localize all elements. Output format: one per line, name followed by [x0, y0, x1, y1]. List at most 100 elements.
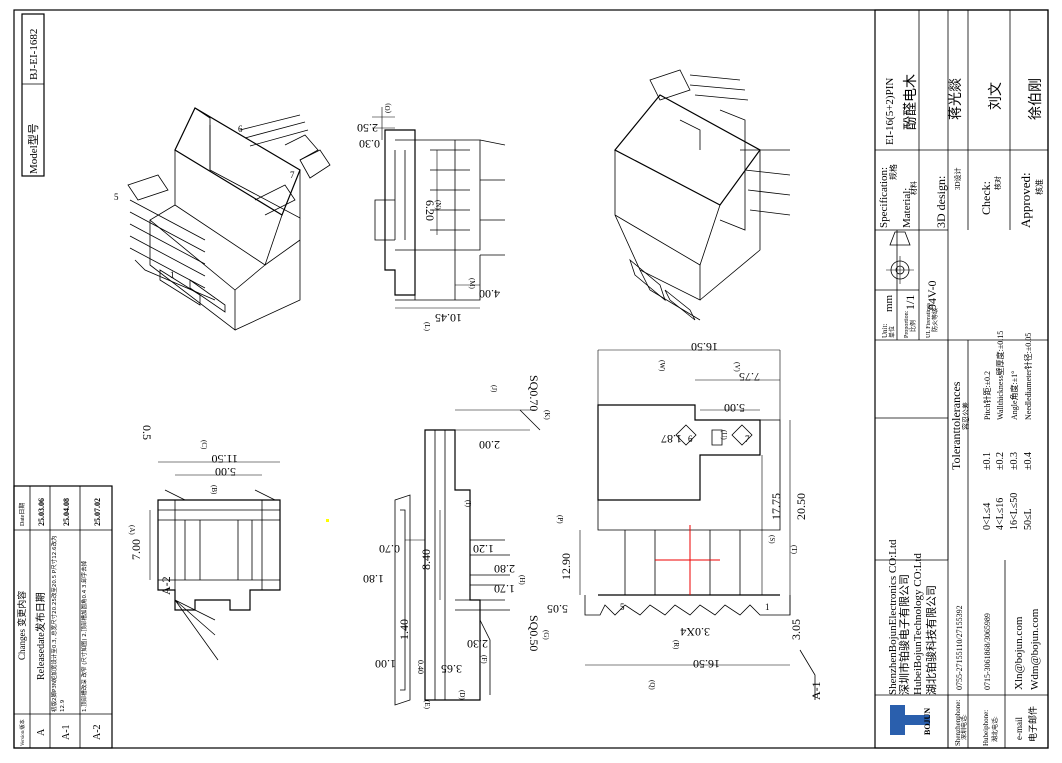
- dim-1-00: 1.00: [375, 657, 396, 671]
- dim-letter-l: (L): [423, 322, 431, 332]
- hb-phone: 0715-3061868/3065989: [983, 613, 992, 690]
- dim-letter-n: (N): [434, 200, 442, 210]
- marker-dot: [326, 519, 329, 522]
- unit-value: mm: [883, 294, 895, 312]
- pin-label-1-iso: 1: [170, 270, 175, 280]
- dim-sq0-50: SQ0.50: [527, 615, 541, 651]
- label-a2: A-2: [159, 576, 173, 595]
- dim-2-50: 2.50: [357, 121, 378, 135]
- title-block: BOJUN ShenzhenBojunElectronics CO:Ltd 深圳…: [874, 9, 1049, 749]
- dim-7-75: 7.75: [739, 370, 760, 384]
- side-view-top: 2.50 0.30 (O) 6.20 (N) 4.00 (M) 10.45 (L…: [357, 103, 506, 332]
- mail-2: Wdm@bojun.com: [1029, 608, 1041, 690]
- pin-label-5: 5: [620, 602, 625, 612]
- dim-letter-a: (A): [128, 525, 136, 535]
- dim-letter-u: (U): [720, 430, 728, 440]
- dim-2-00: 2.00: [479, 438, 500, 452]
- pin-label-1: 1: [765, 602, 770, 612]
- dim-17-75: 17.75: [769, 493, 783, 520]
- tol-pitch: Pitch针距:±0.2: [982, 371, 992, 420]
- dim-1-40: 1.40: [397, 619, 411, 640]
- mat-label-cn: 材料: [909, 181, 918, 195]
- dim-0-40: 0.40: [416, 660, 425, 674]
- unit-label-cn: 单位: [888, 326, 896, 338]
- tol-value-1: ±0.1: [982, 452, 993, 470]
- model-box: Model型号 BJ-EI-1682: [21, 13, 45, 177]
- company-en-2: HubeiBojunTechnology CO:Ltd: [912, 553, 924, 695]
- tol-value-2: ±0.2: [995, 452, 1006, 470]
- prop-label: Proportion:: [904, 310, 910, 338]
- dim-5-00-top: 5.00: [724, 401, 745, 415]
- pin-label-5-iso: 5: [114, 192, 119, 202]
- sz-phone: 0755-27155110/27155392: [955, 605, 964, 690]
- tol-range-4: 50≤L: [1023, 508, 1034, 530]
- unit-label: Unit:: [881, 324, 889, 338]
- col-version: Version/版本: [19, 719, 26, 746]
- dim-letter-d: (D): [458, 690, 466, 700]
- model-label: Model型号: [26, 123, 40, 174]
- tol-range-2: 4<L≤16: [995, 498, 1006, 530]
- isometric-view-right: [614, 69, 791, 321]
- row-content-3: 1.顶部槽改深 改窄 (尺寸如图) 2.顶部槽加圆角0.4 3.卸字去掉: [82, 560, 88, 712]
- dim-16-50-bottom: 16.50: [693, 657, 720, 671]
- dim-letter-h: (H): [518, 575, 526, 585]
- mail-label: e-mail: [1014, 717, 1024, 740]
- hb-label-cn: 湖北电话:: [991, 716, 999, 742]
- mat-value: 酚醛电木: [903, 74, 919, 130]
- spec-label-cn: 规格: [888, 164, 898, 180]
- spec-label: Specification:: [878, 167, 890, 228]
- appr-label-cn: 核准: [1034, 179, 1044, 195]
- check-value: 刘文: [988, 82, 1004, 110]
- dim-letter-k: (K): [543, 410, 551, 420]
- dim-6-20: 6.20: [423, 200, 437, 221]
- row-content-2: 初版2脚P3N矩加宽设计至0.3, 总宽尺寸20.25改至20.5 P尺寸12.…: [52, 535, 66, 712]
- col-date: Date日期: [18, 503, 26, 526]
- dim-20-50: 20.50: [794, 493, 808, 520]
- dim-letter-j: (J): [490, 385, 498, 393]
- dim-3-65: 3.65: [441, 662, 462, 676]
- d3-value: 蒋光燚: [948, 78, 964, 120]
- dim-1-80: 1.80: [363, 572, 384, 586]
- pin-label-7: 7: [290, 170, 295, 180]
- dim-1-20: 1.20: [473, 542, 494, 556]
- pin-label-6: 6: [238, 124, 243, 134]
- dim-1-87: 1.87: [661, 432, 682, 446]
- d3-label: 3D design:: [934, 176, 948, 228]
- prop-label-cn: 比例: [909, 320, 917, 332]
- pin-label-6-top: 6: [688, 434, 693, 444]
- mail-label-cn: 电子邮件: [1027, 706, 1038, 742]
- label-a1: A-1: [809, 681, 823, 700]
- company-en-1: ShenzhenBojunElectronics CO:Ltd: [887, 539, 899, 695]
- company-cn-2: 湖北铂骏科技有限公司: [924, 585, 938, 695]
- dim-letter-g: (G): [542, 630, 550, 640]
- dim-2-30: 2.30: [467, 637, 488, 651]
- appr-value: 徐伯刚: [1028, 78, 1044, 120]
- sz-label: Shenzhenphone:: [954, 700, 962, 746]
- front-view-left: 11.50 (C) 5.00 (B) 0.5 7.00 (A) A-2: [128, 425, 281, 661]
- dim-letter-p: (P): [556, 515, 564, 524]
- row-ver-2: A-1: [61, 724, 72, 740]
- model-value: BJ-EI-1682: [28, 29, 40, 80]
- row-content-3-wrap: 1.顶部槽改深 改窄 (尺寸如图) 2.顶部槽加圆角0.4 3.卸字去掉: [82, 560, 88, 712]
- dim-3-05: 3.05: [789, 619, 803, 640]
- row-ver-3: A-2: [92, 724, 103, 740]
- sz-label-cn: 深圳电话:: [960, 714, 968, 740]
- dim-letter-s: (S): [768, 535, 776, 544]
- dim-letter-c: (C): [200, 440, 208, 450]
- dim-letter-i: (I): [464, 500, 472, 508]
- dim-7-00: 7.00: [129, 539, 143, 560]
- check-label: Check:: [979, 181, 993, 215]
- dim-letter-w: (W): [658, 360, 666, 372]
- fire-label: UL Fireratings: [926, 302, 932, 338]
- dim-5-00-front: 5.00: [215, 465, 236, 479]
- row-date-3: 25.07.02: [93, 498, 102, 526]
- dim-10-45: 10.45: [435, 311, 462, 325]
- dim-letter-t: (T): [790, 545, 798, 555]
- dim-4-00: 4.00: [479, 287, 500, 301]
- mat-label: Material:: [901, 188, 913, 228]
- dim-0-5: 0.5: [140, 425, 154, 440]
- dim-2-80: 2.80: [494, 562, 515, 576]
- company-cn-1: 深圳市铂骏电子有限公司: [897, 574, 911, 695]
- fire-value: 94V-0: [925, 280, 939, 310]
